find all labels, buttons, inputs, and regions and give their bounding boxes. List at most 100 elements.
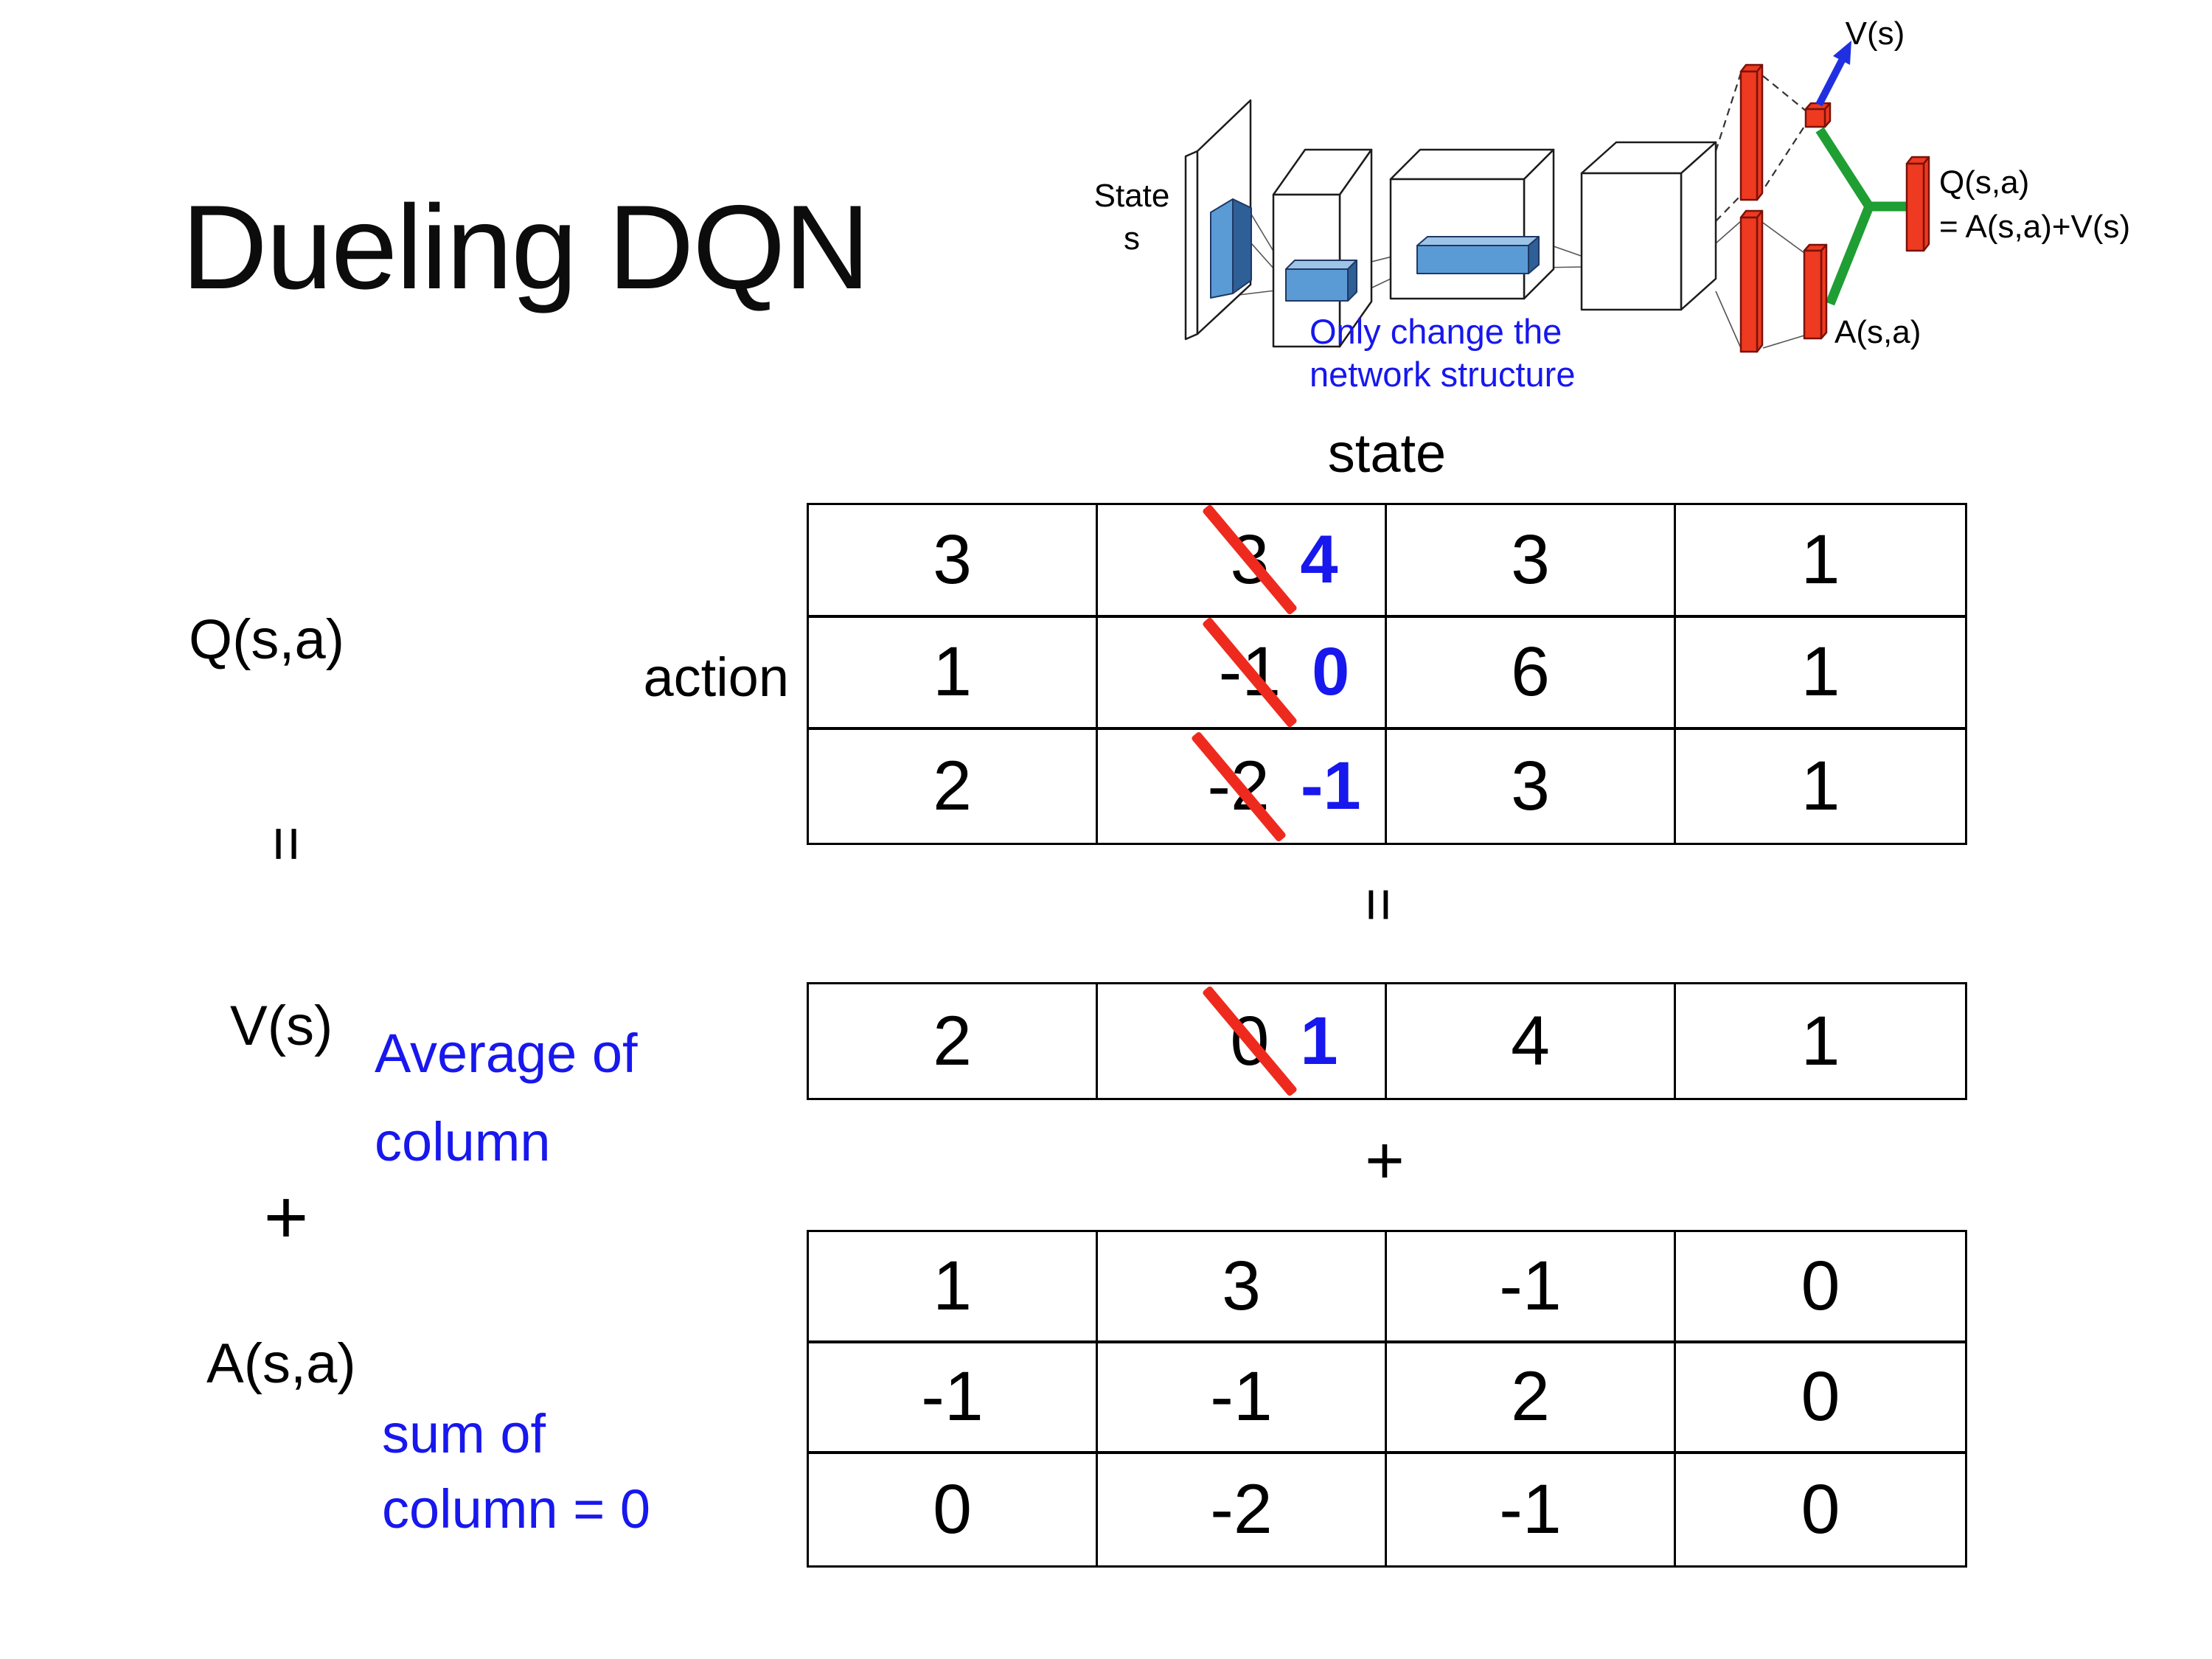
old-value-wrap: -1: [1201, 616, 1298, 728]
average-note-line2: column: [375, 1111, 551, 1172]
matrix-cell: 0: [1676, 1454, 1965, 1565]
v-vector-label: V(s): [230, 995, 333, 1057]
cell-value: -1: [1499, 1246, 1562, 1325]
matrix-cell: 2: [809, 730, 1098, 843]
matrix-cell: 3: [1387, 730, 1676, 843]
matrix-cell-corrected: 0 1: [1098, 984, 1387, 1098]
cell-value: 1: [1801, 633, 1840, 712]
cell-value: 2: [933, 747, 972, 826]
v-arrow: [1815, 58, 1846, 107]
cell-value: 3: [1222, 1246, 1261, 1325]
a-matrix-label: A(s,a): [206, 1332, 356, 1395]
feature-bar: [1285, 268, 1349, 302]
matrix-cell: 0: [1676, 1343, 1965, 1455]
matrix-cell: 6: [1387, 617, 1676, 731]
a-matrix: 1 3 -1 0 -1 -1 2 0 0 -2 -1 0: [807, 1230, 1967, 1568]
conv-box-side: [1680, 141, 1717, 311]
slide-title: Dueling DQN: [181, 181, 870, 314]
state-axis-label: state: [1327, 422, 1447, 484]
old-value-wrap: 0: [1201, 985, 1298, 1097]
cell-value: 3: [1511, 520, 1550, 599]
equals-sign-mid: =: [1346, 887, 1412, 922]
conv-patch-side: [1232, 198, 1252, 294]
matrix-cell: 1: [1676, 505, 1965, 618]
cell-value: 0: [933, 1470, 972, 1549]
v-output-label: V(s): [1846, 15, 1905, 52]
fc-dashed-line: [1714, 72, 1742, 152]
q-matrix-label: Q(s,a): [189, 608, 345, 671]
cell-value: -2: [1210, 1470, 1273, 1549]
action-axis-label: action: [643, 647, 789, 708]
fc-bar-upper: [1739, 70, 1759, 201]
matrix-cell-corrected: -1 0: [1098, 616, 1387, 731]
new-value: 4: [1300, 521, 1338, 597]
conv-box: [1580, 172, 1683, 311]
cell-value: 1: [1801, 747, 1840, 826]
average-note-line1: Average of: [375, 1023, 638, 1084]
diagram-note-line1: Only change the: [1310, 312, 1562, 351]
corrected-pair: 0 1: [1201, 985, 1338, 1097]
corrected-pair: -2 -1: [1190, 730, 1361, 843]
dueling-network-diagram: State s V(s) Q(s,a) = A(s,a)+V(s) A(s,a)…: [1094, 15, 2131, 394]
matrix-cell: -1: [1098, 1343, 1387, 1455]
cell-value: 0: [1801, 1470, 1840, 1549]
matrix-cell: 1: [1676, 618, 1965, 731]
matrix-cell: 3: [809, 505, 1098, 618]
cell-value: 4: [1511, 1001, 1550, 1080]
a-line: [1762, 335, 1805, 349]
matrix-cell: 3: [1387, 505, 1676, 618]
a-output-label: A(s,a): [1834, 314, 1921, 350]
state-input-label-s: s: [1124, 220, 1140, 257]
cell-value: 1: [933, 633, 972, 712]
plus-sign-mid: +: [1365, 1123, 1405, 1198]
matrix-cell: 2: [1387, 1343, 1676, 1455]
cell-value: 3: [933, 520, 972, 599]
q-output-label: Q(s,a): [1939, 164, 2029, 201]
v-vector: 2 0 1 4 1: [807, 982, 1967, 1100]
v-arrow-head: [1833, 41, 1851, 65]
matrix-cell: 1: [809, 1232, 1098, 1343]
cell-value: 1: [1801, 1001, 1840, 1080]
cell-value: 1: [933, 1246, 972, 1325]
matrix-cell: 2: [809, 984, 1098, 1098]
matrix-cell: 3: [1098, 1232, 1387, 1343]
new-value: 0: [1312, 634, 1350, 710]
cell-value: 1: [1801, 520, 1840, 599]
matrix-cell: -1: [1387, 1232, 1676, 1343]
state-input-label: State: [1094, 178, 1170, 214]
feature-bar-top: [1416, 236, 1540, 246]
old-value-wrap: 3: [1201, 504, 1298, 616]
matrix-cell: 1: [1676, 730, 1965, 843]
new-value: 1: [1300, 1003, 1338, 1079]
cell-value: -1: [921, 1357, 984, 1436]
v-dashed-line: [1762, 75, 1807, 112]
fc-dashed-line: [1715, 195, 1742, 222]
a-vector: [1803, 249, 1823, 340]
new-value: -1: [1300, 748, 1361, 824]
green-merge-line: [1815, 127, 1874, 209]
q-bar: [1905, 162, 1925, 252]
sum-note-line1: sum of: [382, 1403, 546, 1464]
sum-note-line2: column = 0: [382, 1478, 651, 1540]
corrected-pair: 3 4: [1201, 504, 1338, 616]
v-dashed-line: [1758, 122, 1807, 198]
cell-value: -1: [1499, 1470, 1562, 1549]
cell-value: 0: [1801, 1246, 1840, 1325]
matrix-cell: 4: [1387, 984, 1676, 1098]
matrix-cell-corrected: 3 4: [1098, 504, 1387, 618]
cell-value: 0: [1801, 1357, 1840, 1436]
corrected-pair: -1 0: [1201, 616, 1350, 728]
input-plate-side: [1184, 150, 1199, 341]
q-output-formula: = A(s,a)+V(s): [1939, 209, 2130, 245]
cell-value: 3: [1511, 747, 1550, 826]
feature-bar: [1416, 245, 1529, 274]
conv-patch: [1210, 198, 1234, 299]
fc-line: [1715, 220, 1742, 244]
plus-sign-left: +: [263, 1175, 309, 1260]
matrix-cell: -2: [1098, 1454, 1387, 1565]
fc-bar-lower: [1739, 216, 1759, 353]
feature-bar-top: [1285, 260, 1357, 270]
matrix-cell: -1: [809, 1343, 1098, 1455]
cell-value: 2: [1511, 1357, 1550, 1436]
q-matrix: 3 3 4 3 1 1 -1 0 6 1 2 -2 -1 3 1: [807, 503, 1967, 845]
